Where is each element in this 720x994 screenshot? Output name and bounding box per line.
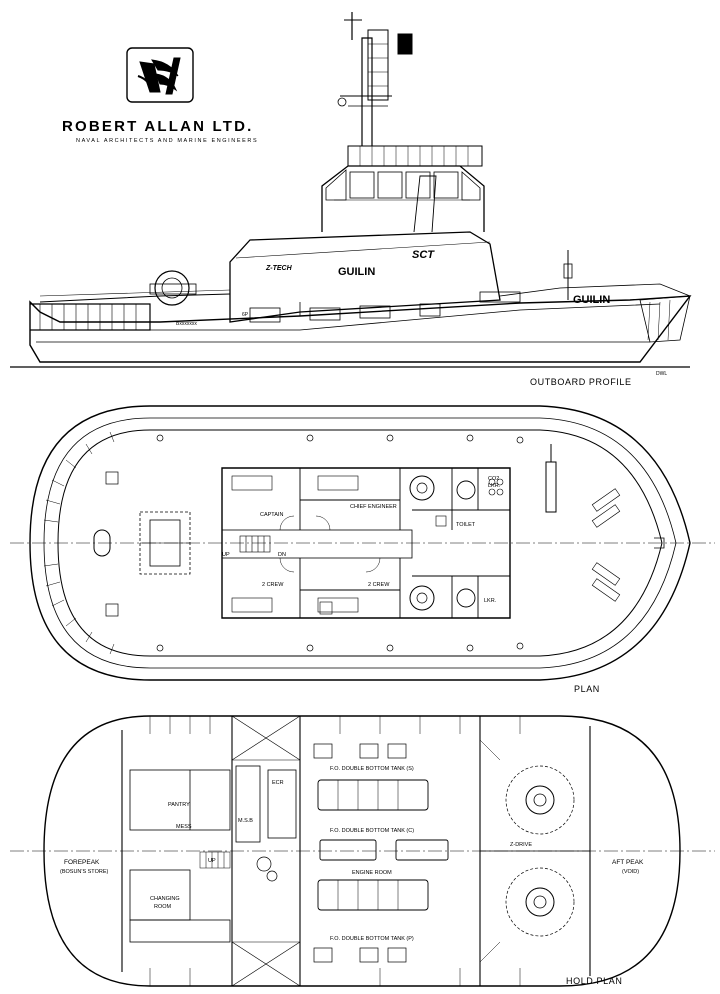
room-crew-stbd: 2 CREW	[368, 582, 390, 588]
room-crew-port: 2 CREW	[262, 582, 284, 588]
vessel-name-bow: GUILIN	[573, 294, 610, 306]
room-forepeak: FOREPEAK	[64, 859, 100, 866]
label-zdrive: Z-DRIVE	[510, 842, 532, 848]
room-aft-peak: AFT PEAK	[612, 859, 644, 866]
room-ecr: ECR	[272, 780, 284, 786]
room-aft-peak-sub: (VOID)	[622, 869, 639, 875]
house-logo: Z-TECH	[265, 265, 293, 272]
deck-mark: 6P	[242, 312, 249, 318]
room-changing-2: ROOM	[154, 904, 172, 910]
room-engine: ENGINE ROOM	[352, 870, 392, 876]
room-mess: MESS	[176, 824, 192, 830]
stair-up: UP	[222, 552, 230, 558]
stern-mark: Bxxxxxxx	[176, 321, 197, 327]
tank-fo-s: F.O. DOUBLE BOTTOM TANK (S)	[330, 766, 414, 772]
plan-view	[10, 405, 715, 681]
vessel-name-house: GUILIN	[338, 266, 375, 278]
view-label-outboard-profile: OUTBOARD PROFILE	[530, 377, 632, 387]
hold-stair-up: UP	[208, 858, 216, 864]
tank-fo-c: F.O. DOUBLE BOTTOM TANK (C)	[330, 828, 414, 834]
room-changing: CHANGING	[150, 896, 180, 902]
firm-name: ROBERT ALLAN LTD.	[62, 118, 254, 135]
room-chief-engineer: CHIEF ENGINEER	[350, 504, 397, 510]
hold-plan-view	[10, 715, 715, 987]
room-pantry: PANTRY	[168, 802, 190, 808]
room-forepeak-sub: (BOSUN'S STORE)	[60, 869, 108, 875]
funnel-mark: SCT	[412, 249, 435, 261]
room-locker: LKR.	[484, 598, 497, 604]
tank-fo-p: F.O. DOUBLE BOTTOM TANK (P)	[330, 936, 414, 942]
room-co2-lkr: LKR.	[488, 483, 501, 489]
firm-logo	[126, 47, 194, 103]
room-msb: M.S.B	[238, 818, 253, 824]
room-captain: CAPTAIN	[260, 512, 283, 518]
room-co2: CO2	[488, 476, 499, 482]
firm-tagline: NAVAL ARCHITECTS AND MARINE ENGINEERS	[76, 138, 259, 144]
outboard-profile-view	[10, 12, 692, 368]
stair-dn: DN	[278, 552, 286, 558]
view-label-plan: PLAN	[574, 684, 600, 694]
view-label-hold-plan: HOLD PLAN	[566, 976, 623, 986]
draft-mark: DWL	[656, 371, 667, 377]
room-toilet: TOILET	[456, 522, 476, 528]
